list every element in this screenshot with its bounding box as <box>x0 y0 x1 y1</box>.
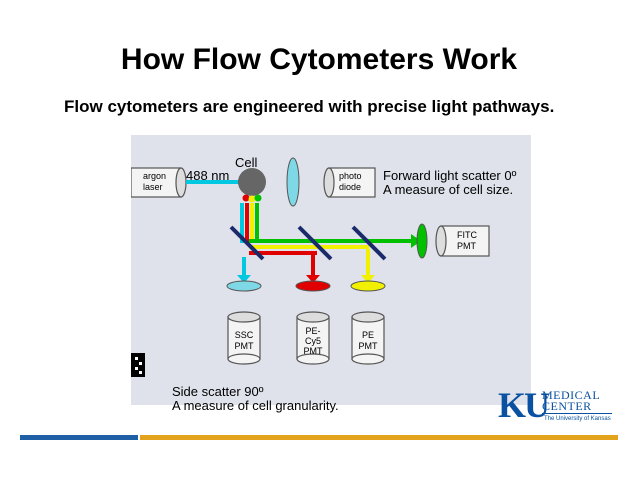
side-scatter-line1: Side scatter 90º <box>172 384 264 399</box>
side-scatter-line2: A measure of cell granularity. <box>172 398 339 413</box>
mirror-2 <box>297 225 333 261</box>
mirror-1 <box>229 225 265 261</box>
logo-line2: CENTER <box>542 399 592 413</box>
filter-ssc <box>226 280 262 292</box>
cell-label: Cell <box>235 155 258 170</box>
pecy5-label-3: PMT <box>304 346 324 356</box>
pe-label-1: PE <box>362 330 374 340</box>
slide-subtitle: Flow cytometers are engineered with prec… <box>64 97 555 116</box>
filter-pecy5 <box>295 280 331 292</box>
logo-line1: MEDICAL <box>542 388 601 402</box>
logo-rule <box>542 413 612 414</box>
pecy5-pmt: PE- Cy5 PMT <box>296 311 330 365</box>
cell-dot-green <box>254 194 262 202</box>
fitc-pmt: FITC PMT <box>435 225 490 257</box>
beam-cyan-down <box>240 203 244 243</box>
beam-red-down <box>245 203 249 243</box>
wavelength-label: 488 nm <box>186 168 230 183</box>
beam-ssc <box>242 257 246 279</box>
cell-dot-red <box>242 194 250 202</box>
filter-fitc <box>416 223 428 259</box>
photo-diode: photo diode <box>323 167 376 198</box>
pe-pmt: PE PMT <box>351 311 385 365</box>
beam-red-right <box>249 251 317 255</box>
cell-circle <box>238 168 266 196</box>
forward-scatter-line1: Forward light scatter 0º <box>383 168 517 183</box>
arrow-pe <box>361 275 375 283</box>
footer-bar-left <box>20 435 138 440</box>
beam-green-down <box>255 203 259 243</box>
fitc-label-2: PMT <box>457 241 477 251</box>
ssc-label-1: SSC <box>235 330 254 340</box>
fitc-label-1: FITC <box>457 230 477 240</box>
beam-yellow-down <box>250 203 254 243</box>
beam-yellow-right <box>249 245 369 249</box>
argon-label-2: laser <box>143 182 163 192</box>
arrow-ssc <box>237 275 251 283</box>
forward-scatter-line2: A measure of cell size. <box>383 182 514 197</box>
diagram-drawing: argon laser photo diode <box>131 157 490 377</box>
ku-medical-center-logo: KU MEDICAL CENTER The University of Kans… <box>498 385 618 428</box>
photo-label-2: diode <box>339 182 361 192</box>
slide-title: How Flow Cytometers Work <box>120 43 518 76</box>
forward-lens <box>286 157 300 207</box>
pecy5-label-2: Cy5 <box>305 336 321 346</box>
logo-initials: KU <box>498 385 550 425</box>
beam-pe <box>366 249 370 279</box>
beam-pecy5 <box>311 255 315 279</box>
flow-cytometer-diagram: argon laser photo diode <box>131 135 531 405</box>
pecy5-label-1: PE- <box>305 326 320 336</box>
ssc-pmt: SSC PMT <box>227 311 261 365</box>
arrow-pecy5 <box>306 275 320 283</box>
pe-label-2: PMT <box>359 341 379 351</box>
argon-label-1: argon <box>143 171 166 181</box>
laser-beam <box>186 180 246 184</box>
beam-green-right <box>249 239 414 243</box>
logo-line3: The University of Kansas <box>544 416 611 422</box>
filter-pe <box>350 280 386 292</box>
ssc-label-2: PMT <box>235 341 255 351</box>
arrow-fitc <box>411 234 421 248</box>
mirror-3 <box>351 225 387 261</box>
photo-label-1: photo <box>339 171 362 181</box>
argon-laser: argon laser <box>131 167 187 198</box>
cell-dot-yellow <box>248 195 256 203</box>
footer-bar-right <box>140 435 618 440</box>
corner-logo-icon <box>131 353 145 377</box>
